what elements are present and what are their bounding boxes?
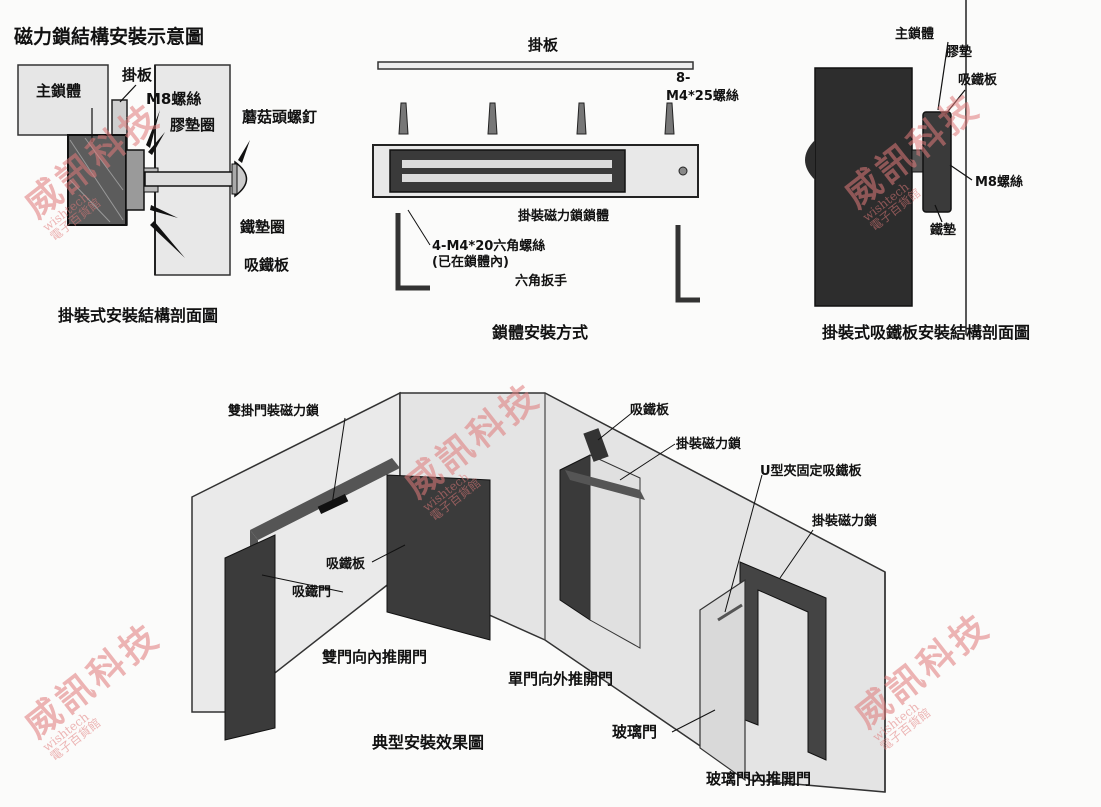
label-lock-body: 掛裝磁力鎖鎖體 (518, 209, 610, 224)
label-armature-2: 吸鐵板 (958, 73, 998, 88)
panel3-caption: 掛裝式吸鐵板安裝結構剖面圖 (822, 323, 1031, 342)
label-m8-screw: M8螺絲 (146, 90, 202, 108)
label-hung-lock-2: 掛裝磁力鎖 (812, 514, 878, 529)
panel3-drawing (805, 0, 973, 335)
label-hex-wrench: 六角扳手 (515, 274, 568, 289)
panel4-caption: 典型安裝效果圖 (372, 733, 485, 752)
label-hanging-plate: 掛板 (122, 66, 153, 84)
label-armature: 吸鐵板 (244, 256, 290, 274)
label-m4-25: M4*25螺絲 (666, 89, 739, 104)
label-double-door: 雙門向內推開門 (322, 648, 428, 666)
label-double-door-lock: 雙掛門裝磁力鎖 (228, 404, 320, 419)
label-glass-inward: 玻璃門內推開門 (706, 770, 812, 788)
label-mushroom-screw: 蘑菇頭螺釘 (242, 108, 318, 126)
panel2-drawing (372, 61, 700, 303)
label-plate: 掛板 (528, 36, 559, 54)
label-armature-left: 吸鐵門 (292, 585, 332, 600)
label-armature-top: 吸鐵板 (630, 403, 670, 418)
label-rubber-washer: 膠墊圈 (170, 116, 216, 134)
label-hung-lock-1: 掛裝磁力鎖 (676, 437, 742, 452)
label-iron-washer: 鐵墊圈 (240, 218, 286, 236)
label-armature-center: 吸鐵板 (326, 557, 366, 572)
panel2-caption: 鎖體安裝方式 (492, 323, 589, 342)
panel1-caption: 掛裝式安裝結構剖面圖 (58, 306, 219, 325)
page-title: 磁力鎖結構安裝示意圖 (14, 26, 205, 48)
label-single-door: 單門向外推開門 (508, 670, 614, 688)
label-rubber-pad: 膠墊 (946, 45, 973, 60)
label-hex-screw-note: (已在鎖體內) (432, 255, 509, 270)
label-u-clamp: U型夾固定吸鐵板 (760, 464, 862, 479)
label-glass-door: 玻璃門 (612, 723, 658, 741)
label-main-body: 主鎖體 (36, 82, 82, 100)
panel1-drawing (17, 64, 250, 276)
label-hex-screw: 4-M4*20六角螺絲 (432, 239, 546, 254)
panel4-drawing (191, 391, 886, 793)
label-m8-screw-2: M8螺絲 (975, 175, 1023, 190)
label-iron-pad: 鐵墊 (930, 223, 957, 238)
label-main-body-2: 主鎖體 (895, 27, 935, 42)
label-m4-25-count: 8- (676, 71, 691, 86)
